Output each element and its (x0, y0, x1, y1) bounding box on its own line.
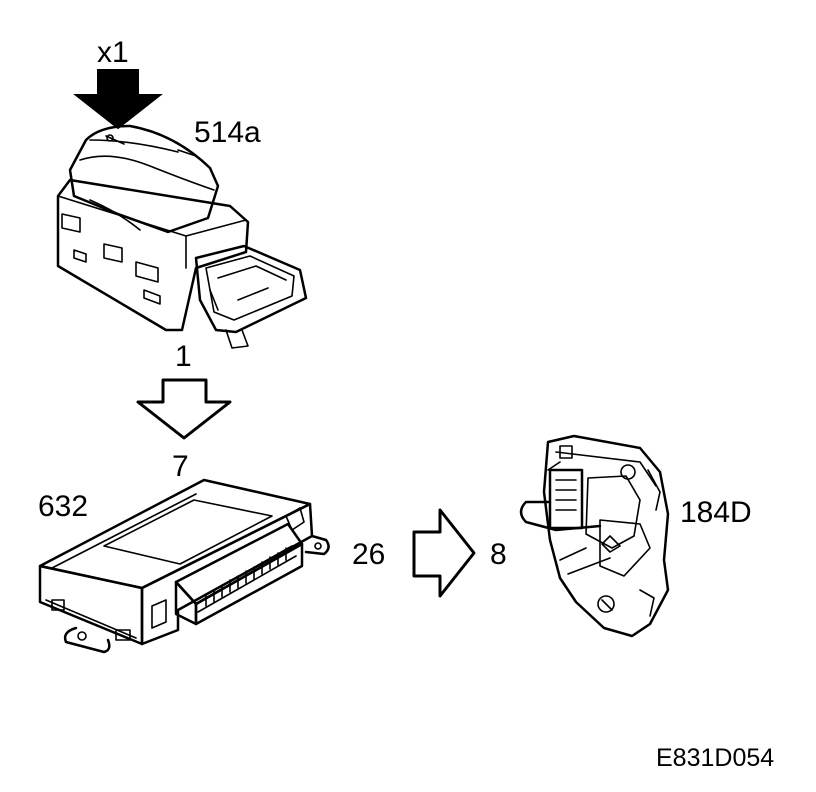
figure-reference-label: E831D054 (656, 744, 774, 772)
lock-part-label: 184D (680, 496, 752, 529)
control-module-632-illustration (38, 478, 330, 654)
switch-514a-illustration (56, 124, 308, 349)
right-arrow-icon (412, 508, 476, 598)
down-arrow-icon (136, 378, 232, 440)
press-multiplier-label: x1 (97, 36, 129, 69)
press-arrow-icon (73, 69, 163, 130)
module-part-label: 632 (38, 490, 88, 523)
switch-pin-label: 1 (175, 340, 192, 373)
module-pin-in-label: 7 (172, 450, 189, 483)
lock-pin-label: 8 (490, 538, 507, 571)
switch-part-label: 514a (194, 116, 261, 149)
module-pin-out-label: 26 (352, 538, 385, 571)
door-lock-184d-illustration (519, 434, 670, 638)
